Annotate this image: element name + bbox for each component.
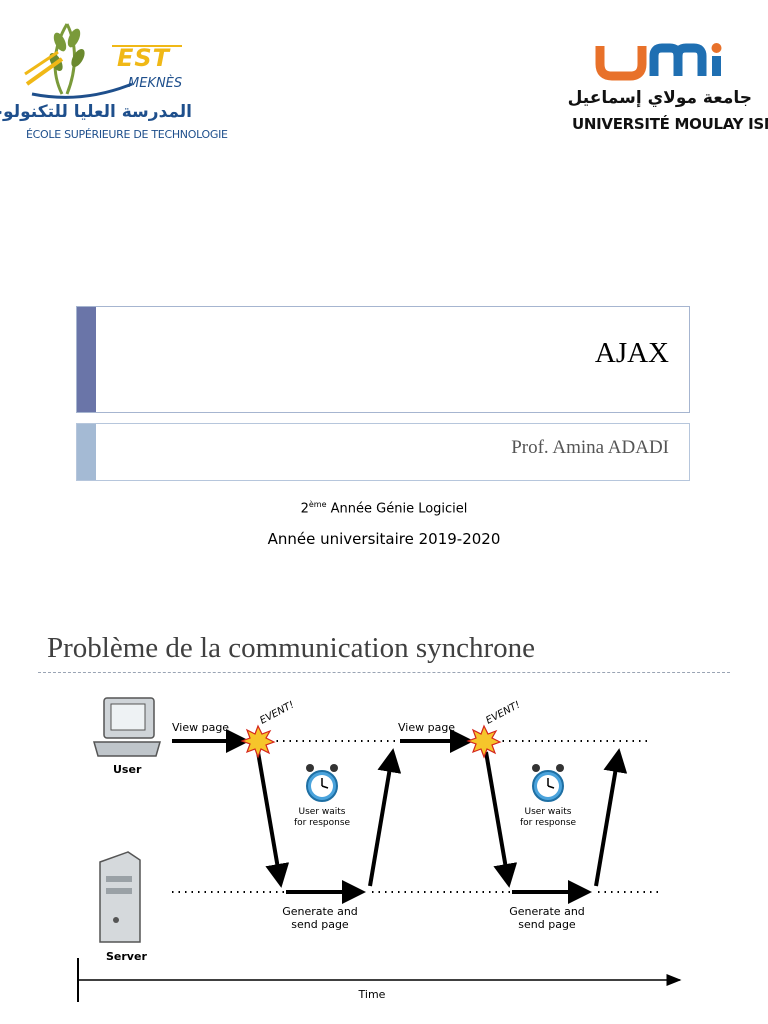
est-arabic-name: المدرسة العليا للتكنولوجيا xyxy=(0,102,192,122)
umi-logo: جامعة مولاي إسماعيل UNIVERSITÉ MOULAY IS… xyxy=(566,40,768,140)
title-divider xyxy=(38,672,730,673)
alarm-clock-icon xyxy=(306,764,338,802)
title-box: AJAX xyxy=(76,306,690,413)
generate-label-1b: send page xyxy=(291,918,349,931)
view-page-label-2: View page xyxy=(398,721,455,734)
request-arrow-1 xyxy=(256,751,290,888)
wait-label-2b: for response xyxy=(520,818,577,828)
view-page-label-1: View page xyxy=(172,721,229,734)
generate-label-2a: Generate and xyxy=(509,905,585,918)
event-label-1: EVENT! xyxy=(258,700,296,727)
umi-arabic-name: جامعة مولاي إسماعيل xyxy=(567,88,752,108)
computer-icon xyxy=(93,697,161,757)
sync-communication-diagram: User Server EVENT! EVENT! View page View… xyxy=(77,697,682,1002)
wait-label-1a: User waits xyxy=(299,807,346,817)
presentation-title: AJAX xyxy=(594,337,669,369)
est-french-name: ÉCOLE SUPÉRIEURE DE TECHNOLOGIE xyxy=(26,128,228,141)
academic-year: Année universitaire 2019-2020 xyxy=(267,530,501,548)
level-text: Année Génie Logiciel xyxy=(326,501,468,517)
response-arrow-1 xyxy=(368,748,402,887)
title-accent-bar xyxy=(77,307,96,412)
est-brand-text: EST xyxy=(117,44,171,72)
user-label: User xyxy=(113,763,142,776)
event-burst-icon xyxy=(240,724,276,759)
time-label: Time xyxy=(358,988,386,1001)
server-label: Server xyxy=(106,950,147,963)
class-level: 2ème Année Génie Logiciel xyxy=(0,500,768,516)
subtitle-box: Prof. Amina ADADI xyxy=(76,423,690,481)
wait-label-2a: User waits xyxy=(525,807,572,817)
level-suffix: ème xyxy=(308,500,327,509)
umi-french-name: UNIVERSITÉ MOULAY ISMAÏL xyxy=(572,115,768,133)
request-arrow-2 xyxy=(484,751,518,888)
subtitle-accent-bar xyxy=(77,424,96,480)
umi-emblem-icon xyxy=(595,43,722,81)
level-number: 2 xyxy=(300,501,309,517)
server-icon xyxy=(99,851,141,943)
generate-label-1a: Generate and xyxy=(282,905,358,918)
event-label-2: EVENT! xyxy=(484,700,522,727)
alarm-clock-icon xyxy=(532,764,564,802)
author-name: Prof. Amina ADADI xyxy=(511,437,669,458)
est-city-text: MEKNÈS xyxy=(128,76,183,91)
est-emblem-icon xyxy=(24,23,182,99)
est-logo: EST MEKNÈS المدرسة العليا للتكنولوجيا ÉC… xyxy=(0,14,228,149)
response-arrow-2 xyxy=(594,748,628,887)
slide-title: Problème de la communication synchrone xyxy=(47,632,536,664)
generate-label-2b: send page xyxy=(518,918,576,931)
event-burst-icon xyxy=(466,724,502,759)
wait-label-1b: for response xyxy=(294,818,351,828)
